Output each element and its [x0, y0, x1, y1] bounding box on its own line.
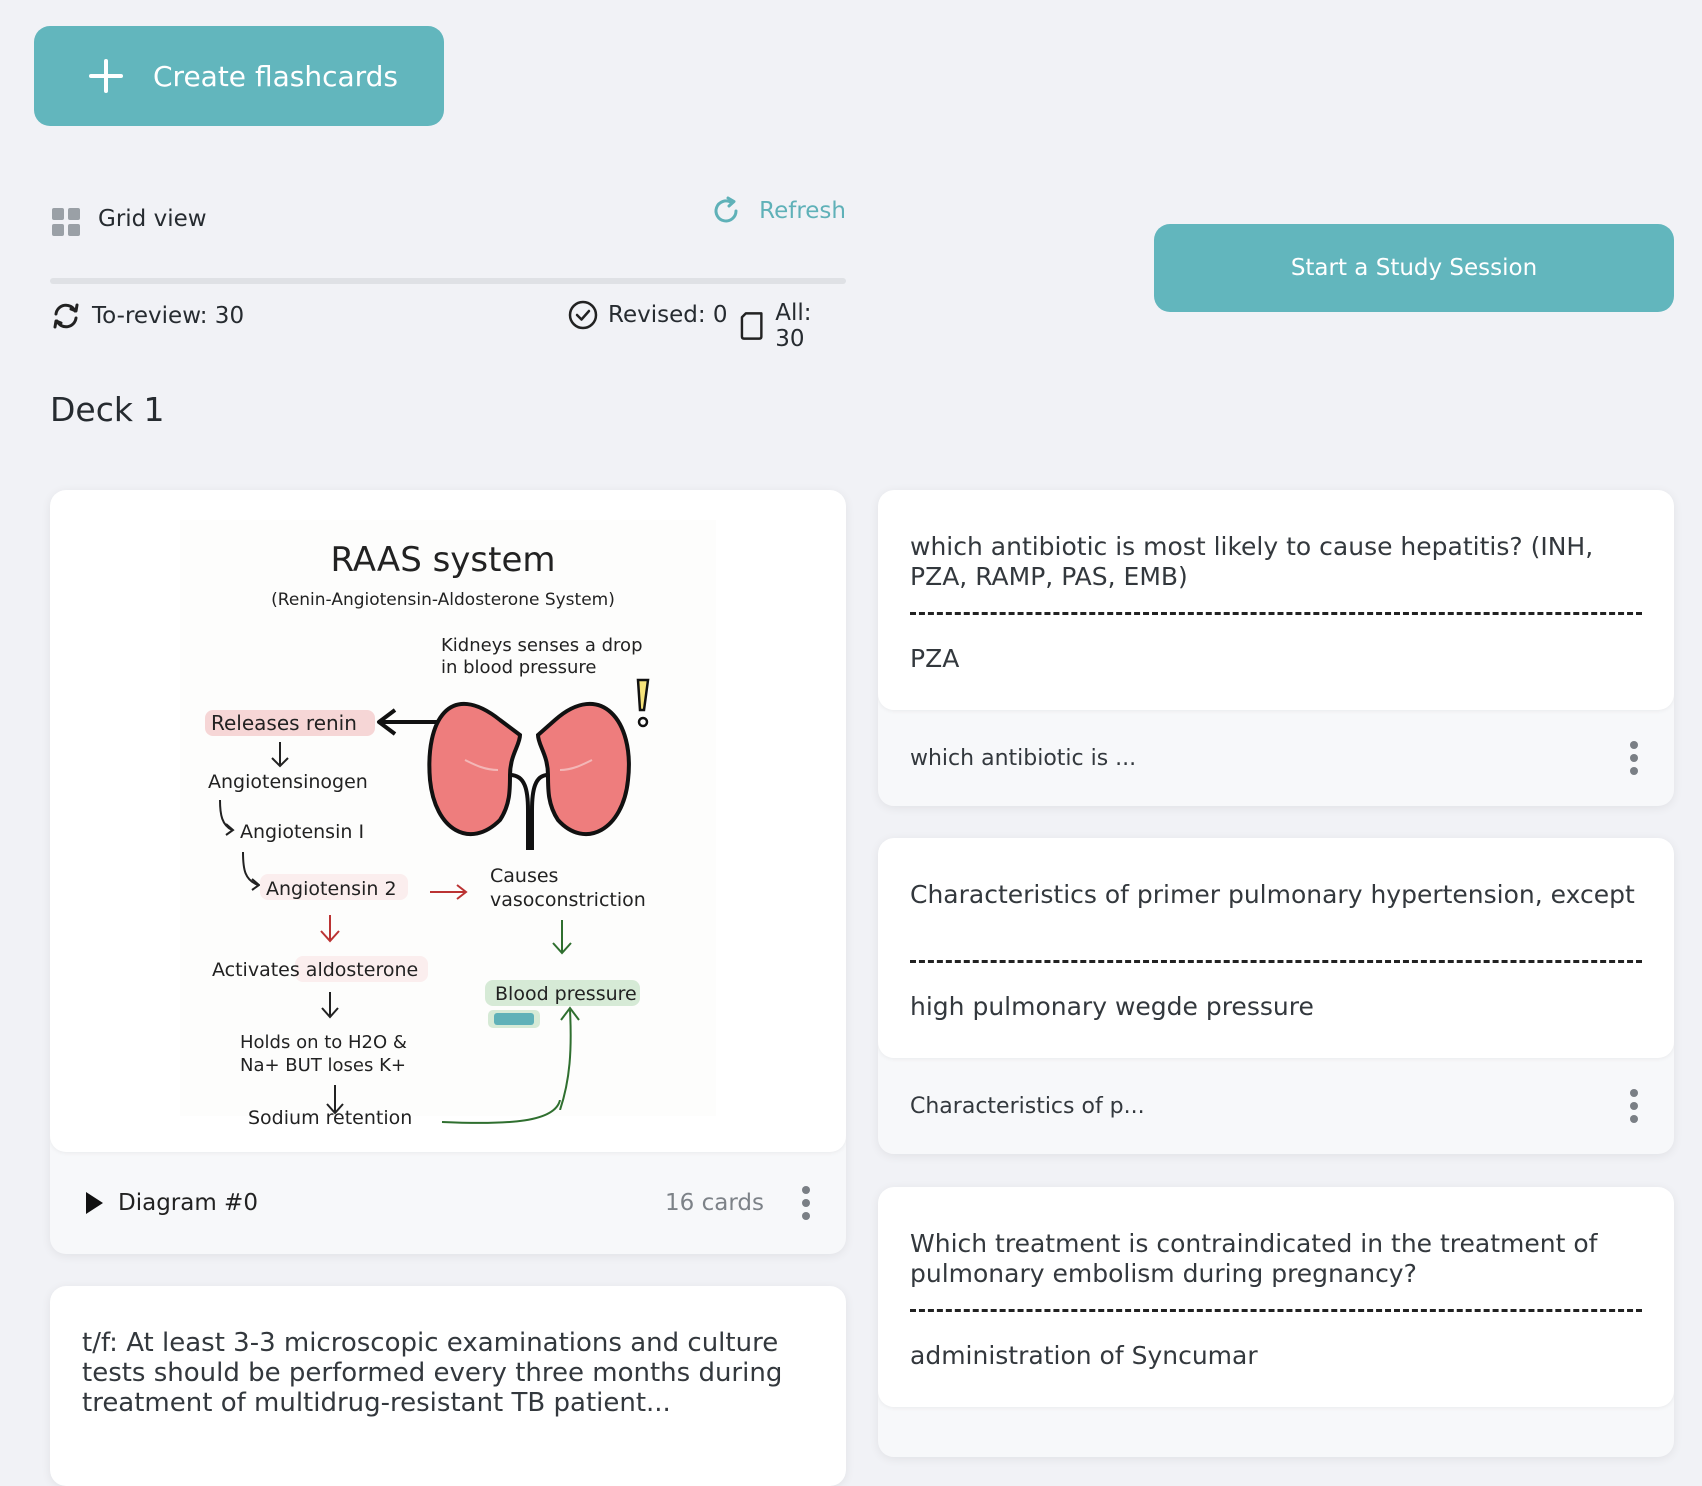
flashcard[interactable]: Characteristics of primer pulmonary hype… — [878, 838, 1674, 1154]
diagram-sodium-label: Sodium retention — [248, 1107, 412, 1129]
check-circle-icon — [568, 300, 598, 330]
flashcard-face: which antibiotic is most likely to cause… — [878, 490, 1674, 710]
create-flashcards-label: Create flashcards — [153, 59, 398, 93]
flashcard-question: which antibiotic is most likely to cause… — [910, 532, 1594, 591]
svg-text:Kidneys senses a drop: Kidneys senses a drop — [441, 635, 643, 656]
flashcard-footer: which antibiotic is ... — [878, 710, 1674, 806]
card-icon — [740, 312, 763, 340]
view-toolbar: Grid view Refresh — [50, 196, 846, 242]
create-flashcards-button[interactable]: Create flashcards — [34, 26, 444, 126]
kebab-icon[interactable] — [802, 1186, 810, 1220]
svg-text:Na+ BUT loses K+: Na+ BUT loses K+ — [240, 1055, 406, 1076]
flashcard-divider — [910, 960, 1642, 963]
diagram-card-count: 16 cards — [665, 1190, 764, 1216]
flashcard-question: Characteristics of primer pulmonary hype… — [910, 880, 1635, 909]
flashcard[interactable]: which antibiotic is most likely to cause… — [878, 490, 1674, 806]
refresh-label: Refresh — [759, 198, 846, 224]
tf-card-face: t/f: At least 3-3 microscopic examinatio… — [50, 1286, 846, 1486]
refresh-button[interactable]: Refresh — [711, 196, 846, 226]
flashcard-preview: Characteristics of p... — [910, 1093, 1145, 1119]
flashcard-answer: administration of Syncumar — [910, 1341, 1258, 1370]
flashcard-footer: Characteristics of p... — [878, 1058, 1674, 1154]
deck-title: Deck 1 — [50, 390, 165, 429]
diagram-bottom: Sodium retention — [248, 1100, 561, 1129]
svg-text:in blood pressure: in blood pressure — [441, 657, 596, 678]
review-stats: To-review: 30 Revised: 0 All: 30 — [50, 298, 846, 352]
raas-diagram: RAAS system (Renin-Angiotensin-Aldostero… — [180, 520, 716, 1116]
flashcard-answer: PZA — [910, 644, 960, 673]
diagram-card-image: RAAS system (Renin-Angiotensin-Aldostero… — [50, 490, 846, 1152]
svg-text:Angiotensin I: Angiotensin I — [240, 821, 364, 843]
diagram-card[interactable]: RAAS system (Renin-Angiotensin-Aldostero… — [50, 490, 846, 1254]
revised-count: Revised: 0 — [608, 302, 728, 328]
flashcard-face: Characteristics of primer pulmonary hype… — [878, 838, 1674, 1058]
play-icon[interactable] — [84, 1191, 104, 1215]
kebab-icon[interactable] — [1630, 741, 1638, 775]
bp-up-arrow — [559, 1006, 580, 1110]
diagram-subtitle: (Renin-Angiotensin-Aldosterone System) — [271, 590, 615, 610]
all-count: All: 30 — [775, 300, 812, 352]
svg-text:Causes: Causes — [490, 865, 558, 887]
svg-text:vasoconstriction: vasoconstriction — [490, 889, 646, 911]
sync-icon — [53, 303, 79, 329]
all-stat: All: 30 — [740, 300, 846, 352]
grid-view-toggle[interactable]: Grid view — [98, 206, 207, 232]
plus-icon — [89, 59, 123, 93]
svg-text:Releases renin: Releases renin — [211, 711, 357, 735]
kidney-icon — [427, 701, 631, 850]
flashcard-answer: high pulmonary wegde pressure — [910, 992, 1314, 1021]
flashcard-divider — [910, 1309, 1642, 1312]
flashcard[interactable]: Which treatment is contraindicated in th… — [878, 1187, 1674, 1457]
svg-text:Angiotensin 2: Angiotensin 2 — [266, 878, 397, 900]
toolbar-divider — [50, 278, 846, 284]
grid-icon[interactable] — [52, 208, 82, 238]
flashcard-divider — [910, 612, 1642, 615]
diagram-name: Diagram #0 — [118, 1190, 258, 1216]
tf-card[interactable]: t/f: At least 3-3 microscopic examinatio… — [50, 1286, 846, 1486]
flashcard-face: Which treatment is contraindicated in th… — [878, 1187, 1674, 1407]
svg-text:Holds on to H2O &: Holds on to H2O & — [240, 1032, 407, 1053]
svg-text:Angiotensinogen: Angiotensinogen — [208, 771, 368, 793]
to-review-count: To-review: 30 — [92, 303, 245, 329]
flashcard-preview: which antibiotic is ... — [910, 745, 1137, 771]
kebab-icon[interactable] — [1630, 1089, 1638, 1123]
start-study-session-button[interactable]: Start a Study Session — [1154, 224, 1674, 312]
refresh-icon — [714, 196, 738, 223]
svg-text:Blood pressure: Blood pressure — [495, 983, 637, 1005]
revised-stat: Revised: 0 — [568, 300, 728, 330]
diagram-title: RAAS system — [330, 540, 555, 580]
to-review-stat: To-review: 30 — [50, 300, 244, 332]
diagram-card-footer: Diagram #0 16 cards — [50, 1152, 846, 1254]
flashcard-question: Which treatment is contraindicated in th… — [910, 1229, 1598, 1288]
tf-card-text: t/f: At least 3-3 microscopic examinatio… — [82, 1328, 783, 1418]
svg-text:Activates aldosterone: Activates aldosterone — [212, 959, 418, 981]
